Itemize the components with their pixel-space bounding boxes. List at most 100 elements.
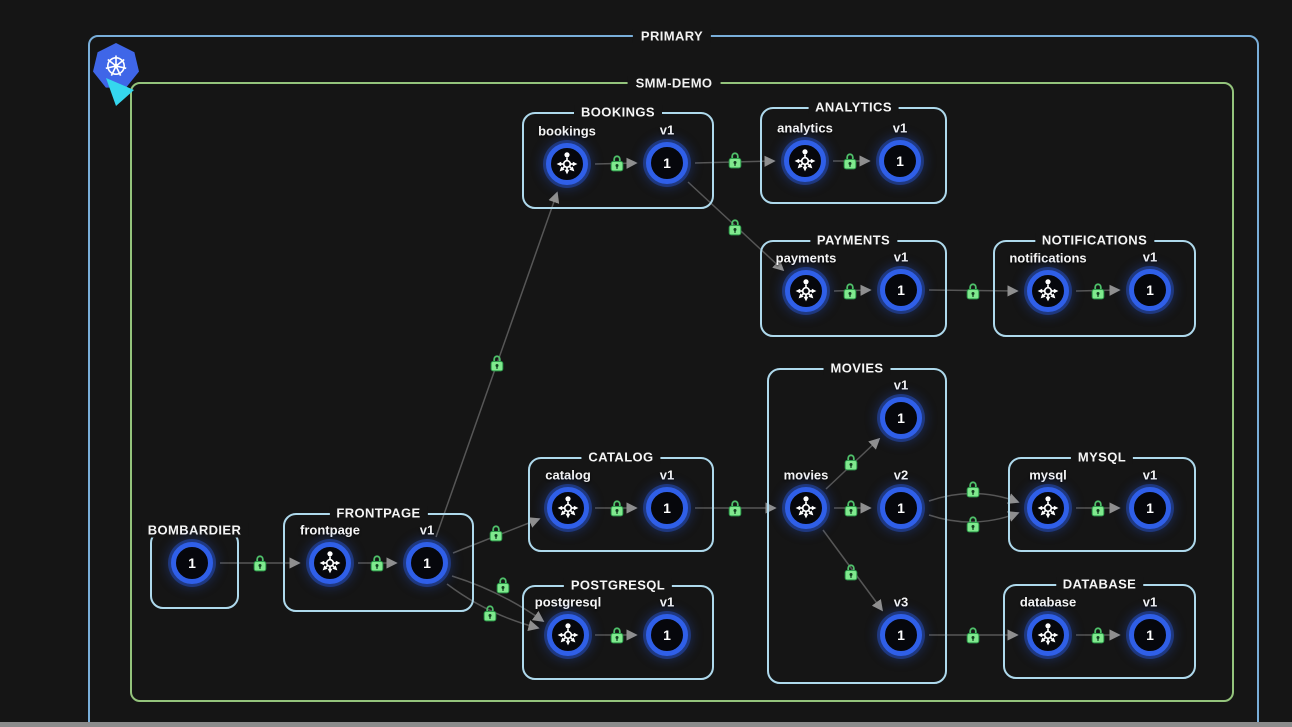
replica-count: 1 [663, 500, 671, 516]
service-group-label-catalog: CATALOG [581, 449, 661, 465]
namespace-label: SMM-DEMO [627, 75, 721, 91]
node-label: database [1019, 594, 1077, 610]
service-mesh-icon [556, 495, 580, 520]
service-mesh-icon [556, 622, 580, 647]
service-group-database[interactable]: DATABASE [1003, 576, 1196, 679]
node-notifications-notifications[interactable] [1027, 270, 1069, 312]
service-group-label-bombardier: BOMBARDIER [140, 522, 249, 538]
node-movies-v2[interactable]: 1 [880, 487, 922, 529]
replica-count: 1 [188, 555, 196, 571]
mtls-lock-icon [490, 355, 504, 372]
service-group-mysql[interactable]: MYSQL [1008, 449, 1196, 552]
node-label: movies [783, 467, 829, 483]
node-frontpage-frontpage[interactable] [309, 542, 351, 584]
node-frontpage-v1[interactable]: 1 [406, 542, 448, 584]
node-bombardier-workload[interactable]: 1 [171, 542, 213, 584]
mouse-cursor-icon [106, 78, 134, 106]
service-group-label-mysql: MYSQL [1070, 449, 1134, 465]
node-payments-payments[interactable] [785, 270, 827, 312]
replica-count: 1 [897, 282, 905, 298]
node-database-database[interactable] [1027, 614, 1069, 656]
node-catalog-v1[interactable]: 1 [646, 487, 688, 529]
service-group-movies[interactable]: MOVIES [767, 360, 947, 684]
replica-count: 1 [897, 410, 905, 426]
mtls-lock-icon [966, 481, 980, 498]
service-group-label-payments: PAYMENTS [809, 232, 898, 248]
node-label: bookings [538, 123, 596, 139]
service-mesh-icon [555, 151, 579, 176]
node-analytics-v1[interactable]: 1 [879, 140, 921, 182]
service-group-frontpage[interactable]: FRONTPAGE [283, 505, 474, 612]
node-label: v1 [659, 467, 675, 483]
node-bookings-v1[interactable]: 1 [646, 142, 688, 184]
node-mysql-mysql[interactable] [1027, 487, 1069, 529]
service-mesh-icon [1036, 278, 1060, 303]
service-group-postgresql[interactable]: POSTGRESQL [522, 577, 714, 680]
node-payments-v1[interactable]: 1 [880, 269, 922, 311]
mtls-lock-icon [728, 152, 742, 169]
mtls-lock-icon [489, 525, 503, 542]
node-movies-v1[interactable]: 1 [880, 397, 922, 439]
node-label: v1 [893, 249, 909, 265]
node-analytics-analytics[interactable] [784, 140, 826, 182]
node-label: payments [775, 250, 837, 266]
service-group-label-movies: MOVIES [823, 360, 891, 376]
node-notifications-v1[interactable]: 1 [1129, 269, 1171, 311]
node-label: v1 [1142, 467, 1158, 483]
node-label: v1 [892, 120, 908, 136]
node-label: v1 [419, 522, 435, 538]
mtls-lock-icon [496, 577, 510, 594]
mtls-lock-icon [966, 627, 980, 644]
replica-count: 1 [896, 153, 904, 169]
edge-frontpage-v1-to-postgresql[interactable] [451, 575, 545, 622]
node-mysql-v1[interactable]: 1 [1129, 487, 1171, 529]
node-label: v1 [659, 594, 675, 610]
node-bookings-bookings[interactable] [546, 143, 588, 185]
node-label: v1 [1142, 594, 1158, 610]
service-mesh-icon [1036, 495, 1060, 520]
service-group-catalog[interactable]: CATALOG [528, 449, 714, 552]
edge-frontpage-v1-to-postgresql[interactable] [446, 583, 540, 632]
timeline-bar[interactable] [0, 722, 1292, 727]
service-mesh-icon [794, 495, 818, 520]
node-label: v1 [659, 122, 675, 138]
service-group-label-postgresql: POSTGRESQL [563, 577, 673, 593]
node-database-v1[interactable]: 1 [1129, 614, 1171, 656]
service-group-label-database: DATABASE [1055, 576, 1144, 592]
service-group-bombardier[interactable]: BOMBARDIER [140, 522, 249, 609]
node-postgresql-postgresql[interactable] [547, 614, 589, 656]
mtls-lock-icon [966, 283, 980, 300]
service-group-analytics[interactable]: ANALYTICS [760, 99, 947, 204]
replica-count: 1 [1146, 282, 1154, 298]
node-label: postgresql [534, 594, 602, 610]
replica-count: 1 [663, 155, 671, 171]
replica-count: 1 [1146, 500, 1154, 516]
mtls-lock-icon [728, 500, 742, 517]
node-label: frontpage [300, 522, 360, 538]
replica-count: 1 [1146, 627, 1154, 643]
node-label: v1 [1142, 249, 1158, 265]
node-movies-v3[interactable]: 1 [880, 614, 922, 656]
replica-count: 1 [897, 500, 905, 516]
service-group-label-analytics: ANALYTICS [808, 99, 899, 115]
node-label: v2 [893, 467, 909, 483]
node-movies-movies[interactable] [785, 487, 827, 529]
node-label: analytics [777, 120, 833, 136]
mtls-lock-icon [966, 516, 980, 533]
service-group-notifications[interactable]: NOTIFICATIONS [993, 232, 1196, 337]
node-postgresql-v1[interactable]: 1 [646, 614, 688, 656]
service-mesh-icon [793, 148, 817, 173]
node-label: v3 [893, 594, 909, 610]
service-mesh-icon [794, 278, 818, 303]
node-label: notifications [1009, 250, 1087, 266]
node-catalog-catalog[interactable] [547, 487, 589, 529]
cluster-label: PRIMARY [632, 28, 712, 44]
service-group-label-bookings: BOOKINGS [574, 104, 662, 120]
mtls-lock-icon [253, 555, 267, 572]
service-group-label-notifications: NOTIFICATIONS [1034, 232, 1155, 248]
service-group-bookings[interactable]: BOOKINGS [522, 104, 714, 209]
node-label: v1 [893, 377, 909, 393]
service-group-payments[interactable]: PAYMENTS [760, 232, 947, 337]
service-group-label-frontpage: FRONTPAGE [329, 505, 428, 521]
